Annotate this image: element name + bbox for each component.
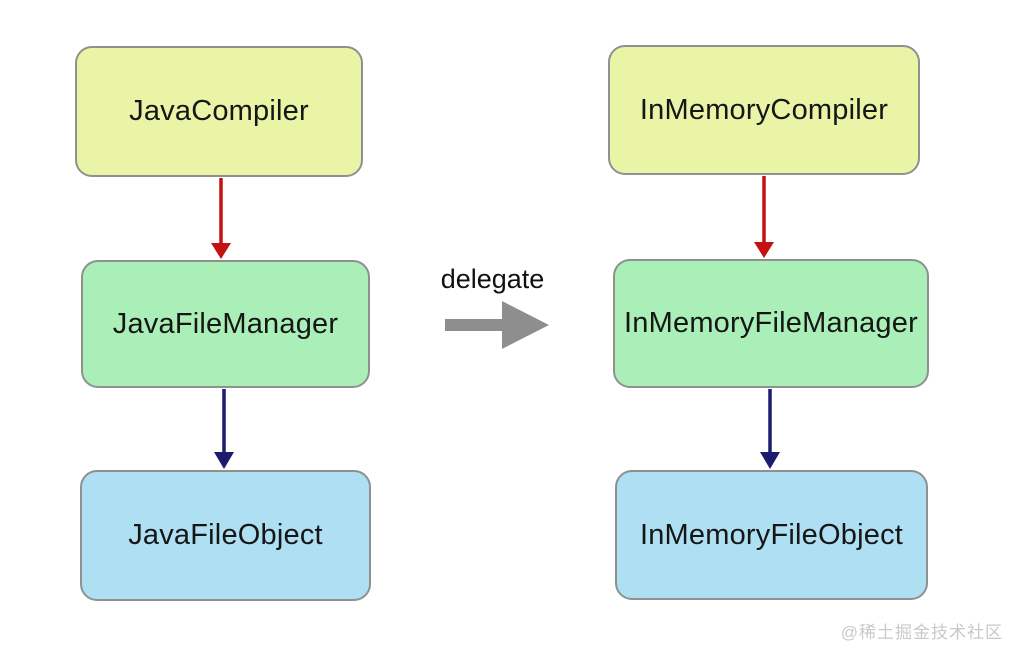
node-label: InMemoryFileObject (639, 518, 904, 551)
node-javafilemanager: JavaFileManager (81, 260, 370, 388)
delegate-arrow-icon (445, 301, 549, 349)
node-label: InMemoryCompiler (639, 93, 889, 126)
node-label: InMemoryFileManager (624, 307, 918, 339)
arrow-javacompiler-to-javafilemanager (211, 178, 231, 259)
node-javacompiler: JavaCompiler (75, 46, 363, 177)
node-javafileobject: JavaFileObject (80, 470, 371, 601)
node-label: JavaCompiler (129, 95, 309, 127)
arrow-inmemoryfilemanager-to-inmemoryfileobject (760, 389, 780, 469)
arrow-javafilemanager-to-javafileobject (214, 389, 234, 469)
delegate-label: delegate (440, 264, 545, 294)
node-inmemorycompiler: InMemoryCompiler (608, 45, 920, 175)
node-label: JavaFileObject (128, 519, 323, 551)
node-label: JavaFileManager (112, 307, 339, 340)
arrow-inmemorycompiler-to-inmemoryfilemanager (754, 176, 774, 258)
watermark: @稀土掘金技术社区 (840, 623, 1003, 642)
node-inmemoryfileobject: InMemoryFileObject (615, 470, 928, 600)
node-inmemoryfilemanager: InMemoryFileManager (613, 259, 929, 388)
